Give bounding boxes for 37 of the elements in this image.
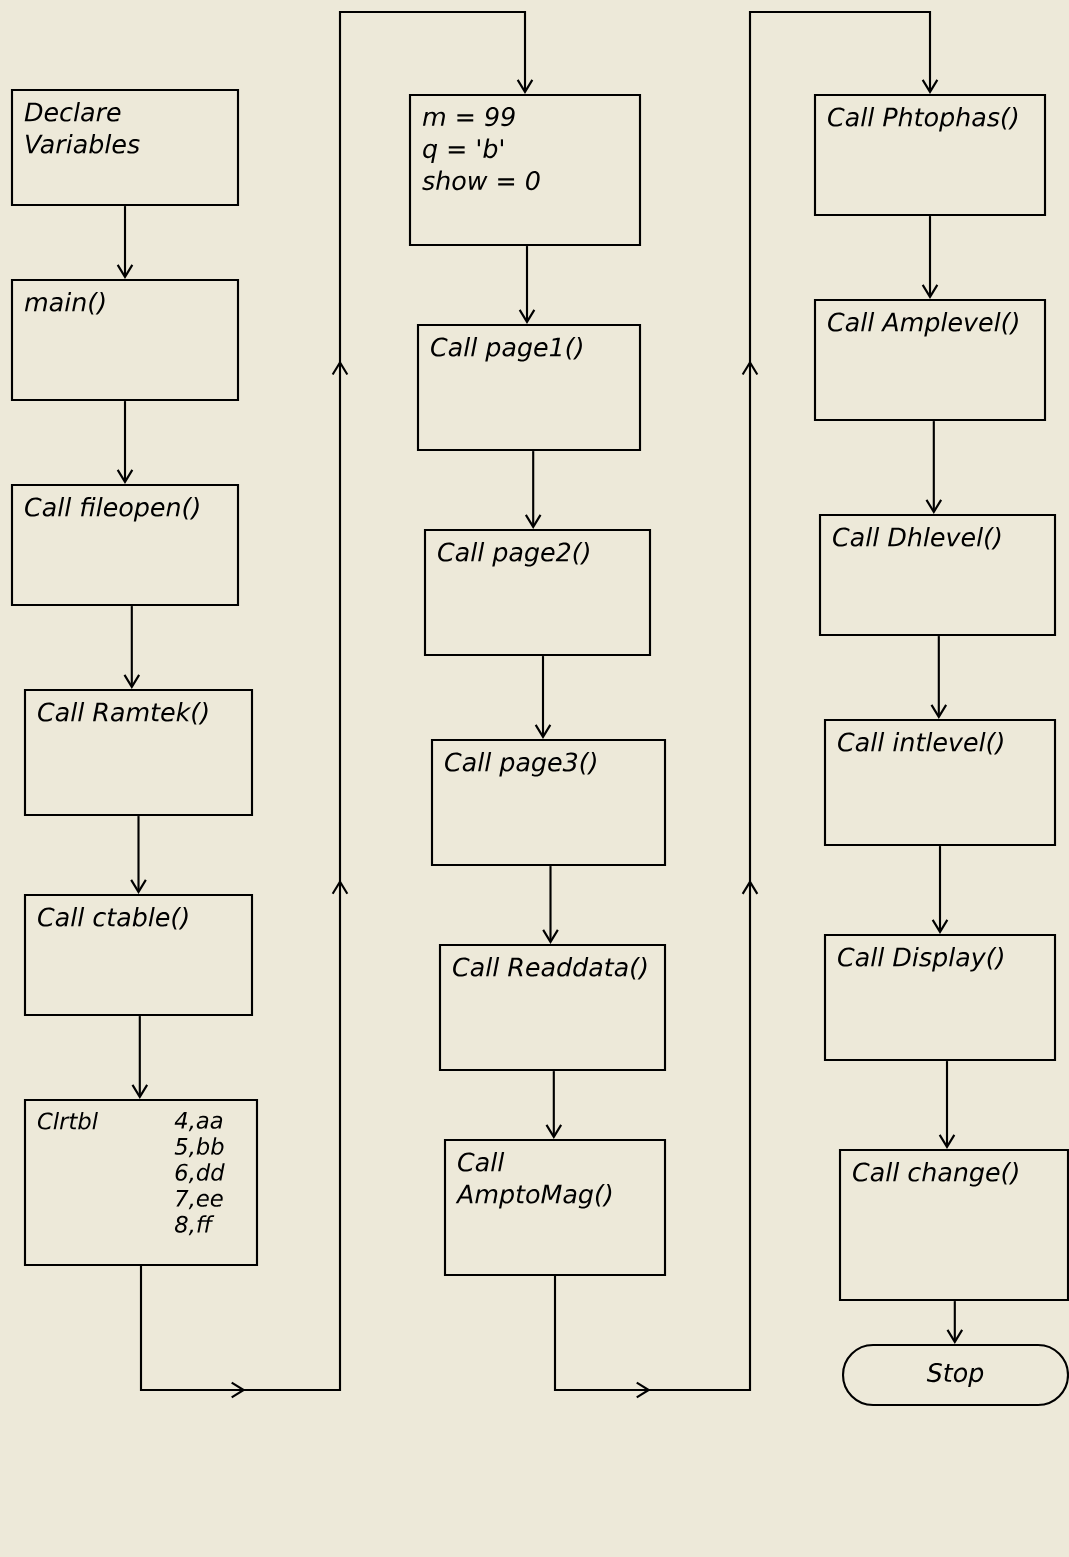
process-box: Call Readdata()	[438, 943, 667, 1072]
process-box: Call ctable()	[23, 893, 254, 1017]
arrow	[938, 1061, 956, 1149]
arrow	[930, 636, 948, 719]
process-box: main()	[10, 278, 240, 402]
terminal-box: Stop	[841, 1343, 1069, 1407]
process-box: m = 99 q = 'b' show = 0	[408, 93, 642, 247]
process-box: Call Amplevel()	[813, 298, 1047, 422]
process-box: Call page2()	[423, 528, 652, 657]
process-box: Call intlevel()	[823, 718, 1057, 847]
arrow	[925, 421, 943, 514]
arrow	[931, 846, 949, 934]
process-box: Call page3()	[430, 738, 667, 867]
arrow	[131, 1016, 149, 1099]
process-box: Call page1()	[416, 323, 642, 452]
arrow	[524, 451, 542, 529]
arrow	[545, 1071, 563, 1139]
process-box: Call Display()	[823, 933, 1057, 1062]
arrow	[534, 656, 552, 739]
process-box: Call change()	[838, 1148, 1069, 1302]
arrow	[116, 401, 134, 484]
arrow	[946, 1301, 964, 1344]
arrow	[123, 606, 141, 689]
arrow	[130, 816, 147, 894]
arrow	[553, 10, 939, 1399]
process-box: Call Dhlevel()	[818, 513, 1057, 637]
process-box: Call Phtophas()	[813, 93, 1047, 217]
process-box: Clrtbl 4,aa 5,bb 6,dd 7,ee 8,ff	[23, 1098, 259, 1267]
arrow	[542, 866, 559, 944]
arrow	[116, 206, 134, 279]
arrow	[518, 246, 536, 324]
process-box: Call fileopen()	[10, 483, 240, 607]
arrow	[139, 10, 534, 1399]
process-box: Call Ramtek()	[23, 688, 254, 817]
process-box: Declare Variables	[10, 88, 240, 207]
arrow	[921, 216, 939, 299]
process-box: Call AmptoMag()	[443, 1138, 667, 1277]
